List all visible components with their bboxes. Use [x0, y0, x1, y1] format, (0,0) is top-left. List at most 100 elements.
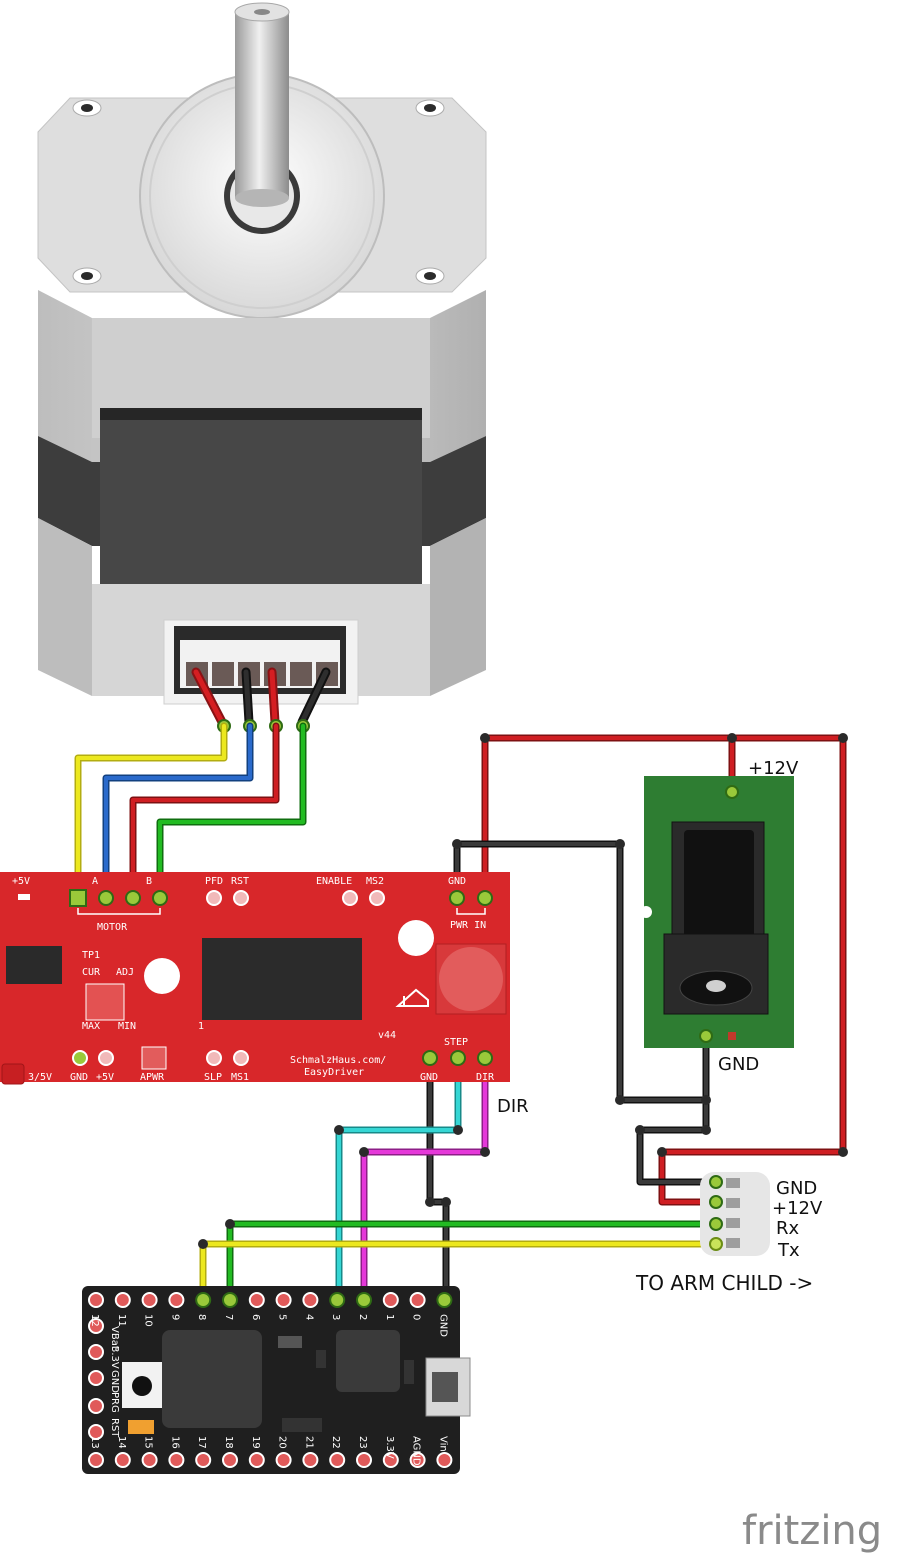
- teensy-label-top-10: 2: [357, 1314, 368, 1320]
- teensy-pad-bottom-7: [275, 1452, 292, 1468]
- teensy-label-bottom-11: 3.3V: [384, 1436, 395, 1459]
- ed-label-gnd-top: GND: [448, 876, 466, 887]
- easydriver-apwr-led: [141, 1046, 167, 1070]
- ed-label-max: MAX: [82, 1021, 100, 1032]
- fritzing-watermark: fritzing: [742, 1508, 882, 1554]
- teensy-label-top-3: 9: [169, 1314, 180, 1320]
- teensy-label-side-4: RST: [109, 1418, 120, 1438]
- ed-label-3-5v: 3/5V: [28, 1072, 52, 1083]
- teensy-pad-left-1: [88, 1344, 104, 1360]
- teensy-pad-top-11: [382, 1292, 399, 1308]
- ed-label-pwr-in: PWR IN: [450, 920, 486, 931]
- teensy-label-bottom-9: 22: [330, 1436, 341, 1449]
- arm-child-connector: [700, 1172, 770, 1256]
- teensy-pad-top-7: [275, 1292, 292, 1308]
- teensy-label-top-6: 6: [250, 1314, 261, 1320]
- ed-label-step: STEP: [444, 1037, 468, 1048]
- teensy-label-side-0: VBat: [109, 1326, 120, 1350]
- dir-label: DIR: [497, 1096, 529, 1117]
- jack-label-gnd: GND: [718, 1054, 759, 1075]
- teensy-label-bottom-7: 20: [277, 1436, 288, 1449]
- teensy-label-bottom-6: 19: [250, 1436, 261, 1449]
- ed-label-url1: SchmalzHaus.com/: [290, 1055, 386, 1066]
- teensy-label-top-4: 8: [196, 1314, 207, 1320]
- teensy-pad-bottom-0: [88, 1452, 104, 1468]
- jack-body-inner: [684, 830, 754, 950]
- teensy-pad-bottom-2: [141, 1452, 158, 1468]
- teensy-pad-bottom-12: [409, 1452, 426, 1468]
- teensy-pad-bottom-3: [168, 1452, 185, 1468]
- teensy-pad-bottom-10: [356, 1452, 372, 1468]
- ed-label-motor: MOTOR: [97, 922, 128, 933]
- teensy-label-top-5: 7: [223, 1314, 234, 1320]
- ed-label-slp: SLP: [204, 1072, 222, 1083]
- teensy-pad-left-2: [88, 1370, 104, 1386]
- teensy-pad-top-4: [195, 1292, 212, 1308]
- teensy-label-bottom-13: Vin: [437, 1436, 448, 1452]
- ed-label-url2: EasyDriver: [304, 1067, 364, 1078]
- ed-label-one: 1: [198, 1021, 204, 1032]
- ed-label-adj: ADJ: [116, 967, 134, 978]
- teensy-pad-top-8: [302, 1292, 319, 1308]
- teensy-label-bottom-0: 13: [89, 1436, 100, 1449]
- wire-black-teensy-gnd: [426, 1054, 450, 1304]
- teensy-label-bottom-10: 23: [357, 1436, 368, 1449]
- dc-jack-board: [640, 776, 794, 1048]
- easydriver-trimpot-hole: [144, 958, 180, 994]
- ed-label-5v: +5V: [12, 876, 30, 887]
- teensy-label-top-12: 0: [411, 1314, 422, 1320]
- wire-cyan-step: [335, 1054, 462, 1304]
- motor-leads: [191, 667, 331, 733]
- teensy-pad-top-12: [409, 1292, 426, 1308]
- teensy-label-top-7: 5: [277, 1314, 288, 1320]
- motor-shaft-hole: [254, 9, 270, 15]
- teensy-pad-top-9: [329, 1292, 346, 1308]
- ed-label-pfd: PFD: [205, 876, 223, 887]
- motor-mount-holes: [72, 99, 445, 285]
- teensy-pad-top-0: [88, 1292, 104, 1308]
- motor-dark-slot: [100, 408, 422, 420]
- teensy-pad-bottom-9: [329, 1452, 346, 1468]
- teensy-board: [82, 1286, 471, 1474]
- easydriver-pwrin-bracket: [456, 908, 486, 915]
- arm-label-rx: Rx: [776, 1218, 800, 1239]
- teensy-pad-bottom-4: [195, 1452, 212, 1468]
- arm-label-gnd: GND: [776, 1178, 817, 1199]
- wire-magenta-dir: [360, 1054, 489, 1304]
- teensy-pad-left-0: [88, 1318, 104, 1334]
- teensy-pad-bottom-11: [382, 1452, 399, 1468]
- jack-pin: [706, 980, 726, 992]
- ed-label-dir-pin: DIR: [476, 1072, 495, 1083]
- teensy-label-top-8: 4: [303, 1314, 314, 1320]
- ed-label-gnd: GND: [70, 1072, 88, 1083]
- teensy-label-top-11: 1: [384, 1314, 395, 1320]
- teensy-label-side-3: PRG: [109, 1392, 120, 1413]
- teensy-pad-bottom-13: [436, 1452, 453, 1468]
- motor-dark-front: [100, 408, 422, 584]
- easydriver-hole-right: [398, 920, 434, 956]
- teensy-pad-top-13: [436, 1292, 453, 1308]
- easydriver-pads: [18, 889, 493, 1066]
- easydriver-left-chip: [6, 946, 62, 984]
- stepper-motor: [37, 2, 487, 705]
- ed-label-enable: ENABLE: [316, 876, 352, 887]
- teensy-pad-left-3: [88, 1398, 104, 1414]
- to-arm-child-label: TO ARM CHILD ->: [635, 1271, 813, 1295]
- teensy-pad-top-10: [356, 1292, 372, 1308]
- ed-label-apwr: APWR: [140, 1072, 165, 1083]
- teensy-pad-bottom-8: [302, 1452, 319, 1468]
- teensy-pad-bottom-1: [114, 1452, 131, 1468]
- ed-label-rst: RST: [231, 876, 249, 887]
- teensy-label-bottom-2: 15: [143, 1436, 154, 1449]
- teensy-label-bottom-5: 18: [223, 1436, 234, 1449]
- arm-connector-body: [700, 1172, 770, 1256]
- motor-lower-body: [38, 518, 92, 696]
- ed-label-ms1: MS1: [231, 1072, 249, 1083]
- ed-label-min: MIN: [118, 1021, 136, 1032]
- teensy-label-top-9: 3: [330, 1314, 341, 1320]
- teensy-chip2: [336, 1330, 400, 1392]
- ed-label-b: B: [146, 876, 152, 887]
- easydriver-3-5v-jumper: [1, 1063, 25, 1085]
- teensy-pad-top-2: [141, 1292, 158, 1308]
